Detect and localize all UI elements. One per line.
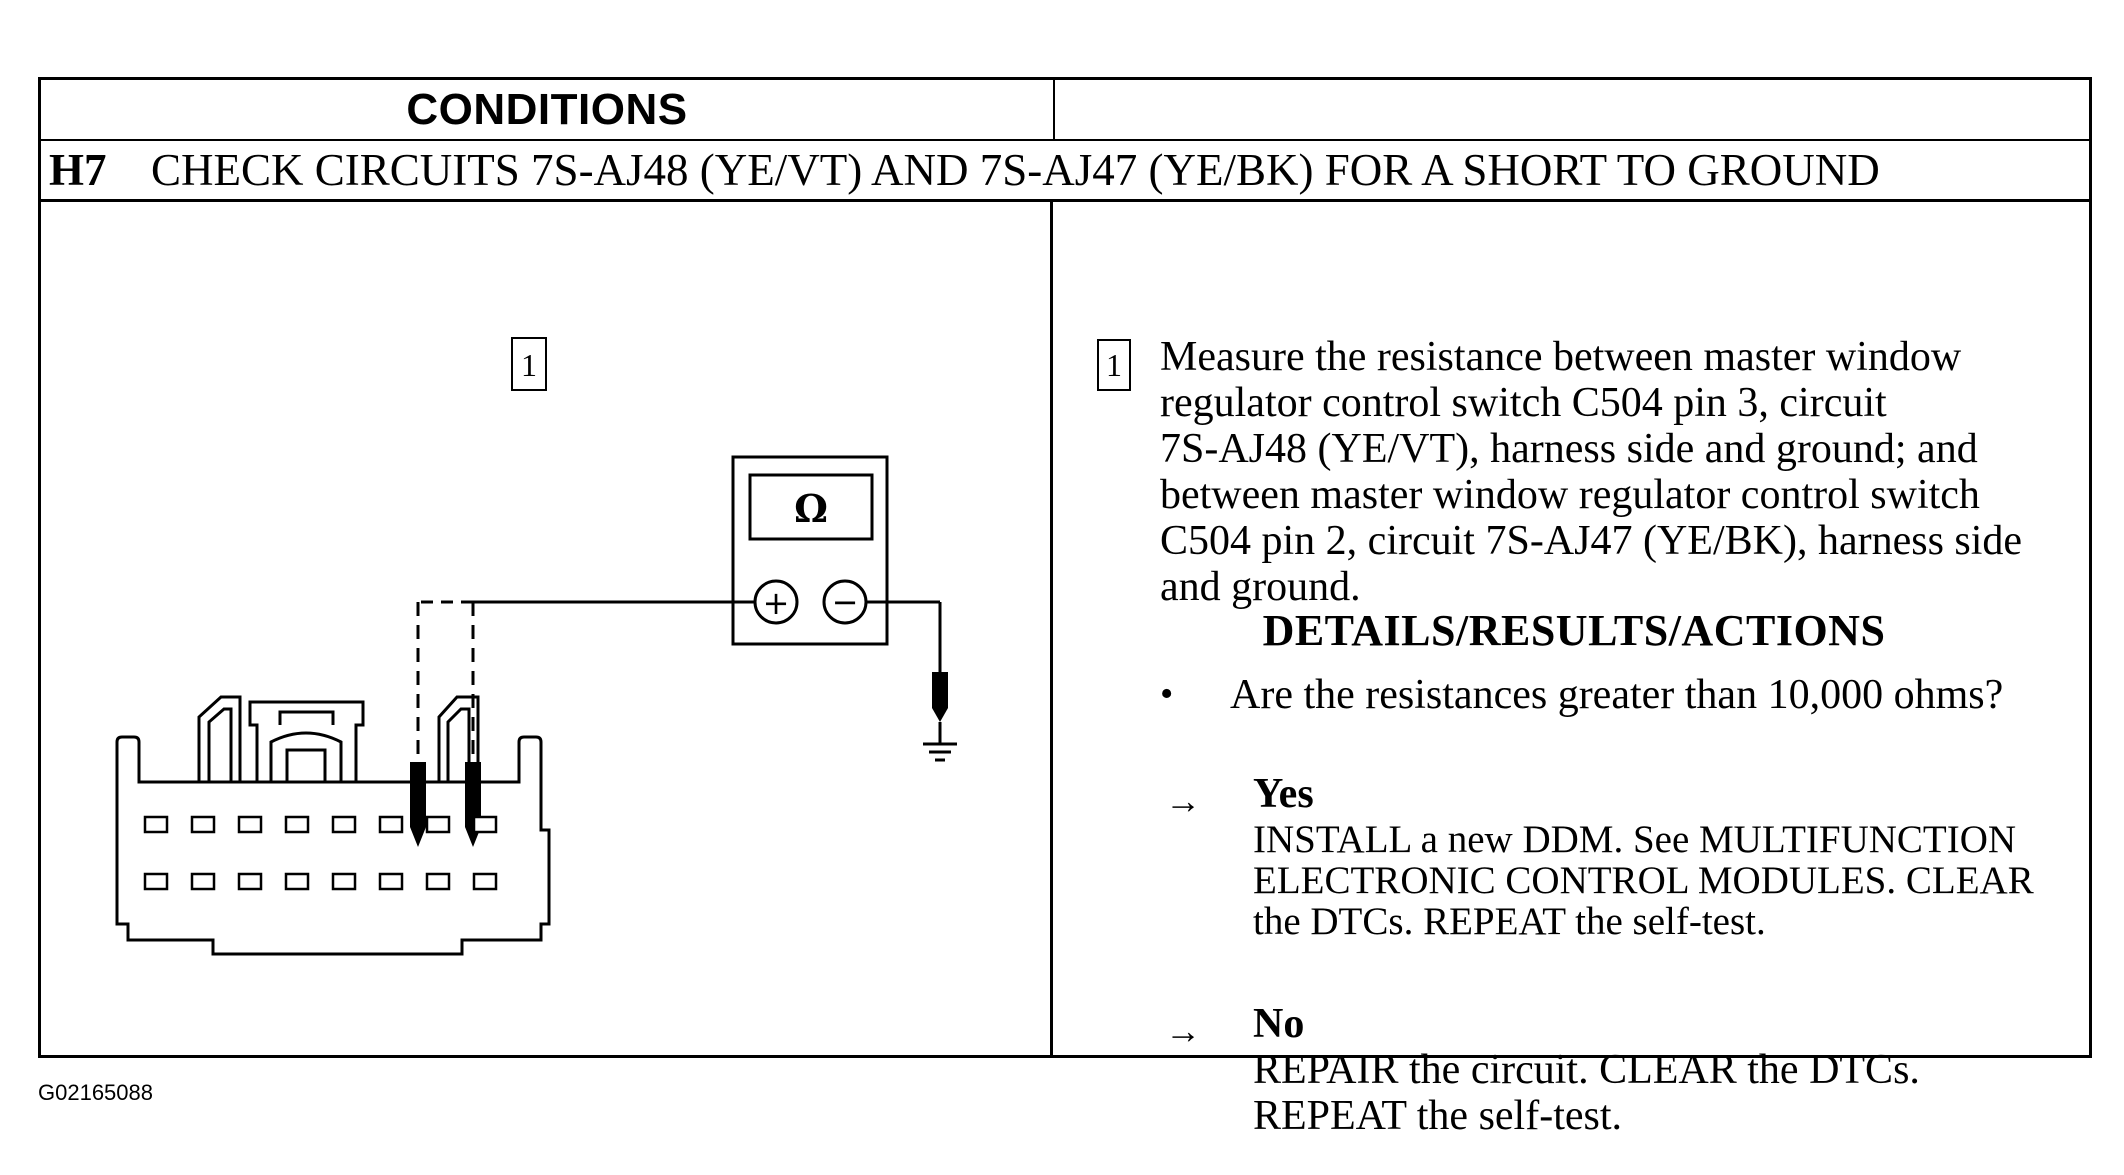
instruction-line: Measure the resistance between master wi…	[1160, 334, 1962, 380]
pin-cavity	[237, 872, 263, 891]
question-text: Are the resistances greater than 10,000 …	[1230, 672, 2004, 718]
step-title: CHECK CIRCUITS 7S-AJ48 (YE/VT) AND 7S-AJ…	[151, 145, 1880, 195]
ground-icon	[923, 722, 957, 762]
pin-cavity	[472, 872, 498, 891]
measurement-instruction: Measure the resistance between master wi…	[1160, 334, 2080, 610]
conditions-diagram: 1 Ω + −	[41, 202, 1050, 1058]
probe-tip-pin3	[410, 762, 426, 847]
arrow-right-icon: →	[1165, 781, 1201, 821]
c504-connector	[115, 695, 551, 956]
no-label: No	[1253, 1001, 1305, 1047]
pin-cavity	[425, 872, 451, 891]
step-row: H7 CHECK CIRCUITS 7S-AJ48 (YE/VT) AND 7S…	[41, 141, 2089, 199]
no-action-line: REPEAT the self-test.	[1253, 1093, 1623, 1139]
pin-cavity	[190, 815, 216, 834]
yes-action-line: ELECTRONIC CONTROL MODULES. CLEAR	[1253, 859, 2034, 902]
ground-probe-tip	[932, 672, 948, 722]
action-number-box: 1	[1097, 339, 1131, 391]
yes-label: Yes	[1253, 771, 1314, 817]
minus-icon: −	[832, 583, 859, 621]
yes-action-line: the DTCs. REPEAT the self-test.	[1253, 900, 1766, 943]
ohmmeter: Ω + −	[731, 455, 889, 646]
connector-diagram: 1 Ω + −	[115, 337, 957, 956]
procedure-table: CONDITIONS DETAILS/RESULTS/ACTIONS H7 CH…	[38, 77, 2092, 1139]
body-column-divider	[1050, 202, 1053, 1058]
plus-icon: +	[763, 584, 790, 622]
arrow-right-icon: →	[1165, 1011, 1201, 1051]
instruction-line: between master window regulator control …	[1160, 472, 1980, 518]
negative-lead	[866, 600, 942, 682]
column-divider	[1053, 80, 1055, 139]
pin-cavity-pin2	[425, 815, 451, 834]
meter-display	[748, 473, 874, 541]
pin-cavity	[284, 815, 310, 834]
yes-action-line: INSTALL a new DDM. See MULTIFUNCTION	[1253, 818, 2017, 861]
details-header: DETAILS/RESULTS/ACTIONS	[1262, 605, 1886, 655]
instruction-line: and ground.	[1160, 564, 1361, 610]
instruction-line: C504 pin 2, circuit 7S-AJ47 (YE/BK), har…	[1160, 518, 2023, 564]
pin-cavity-pin3	[378, 815, 404, 834]
callout-number: 1	[521, 347, 537, 383]
pin-cavity	[143, 815, 169, 834]
pin-cavity	[143, 872, 169, 891]
probe-contacts	[416, 807, 475, 817]
step-id: H7	[49, 145, 107, 195]
no-action: REPAIR the circuit. CLEAR the DTCs. REPE…	[1253, 1047, 1920, 1139]
instruction-line: 7S-AJ48 (YE/VT), harness side and ground…	[1160, 426, 1978, 472]
no-action-line: REPAIR the circuit. CLEAR the DTCs.	[1253, 1047, 1920, 1093]
callout-box	[511, 337, 547, 391]
step-divider	[41, 199, 2089, 202]
actions-cell: 1 Measure the resistance between master …	[1053, 202, 2089, 1139]
pin-cavity	[472, 815, 498, 834]
positive-lead	[416, 600, 755, 782]
header-divider	[41, 139, 2089, 141]
yes-action: INSTALL a new DDM. See MULTIFUNCTION ELE…	[1253, 819, 2034, 942]
figure-id: G02165088	[38, 1080, 153, 1105]
pin-cavity	[331, 815, 357, 834]
pin-cavity	[284, 872, 310, 891]
pin-cavity	[378, 872, 404, 891]
conditions-header: CONDITIONS	[406, 84, 688, 134]
action-number: 1	[1106, 346, 1122, 383]
ohm-icon: Ω	[794, 486, 828, 531]
pin-cavities	[143, 815, 498, 891]
pin-cavity	[237, 815, 263, 834]
bullet-icon: •	[1160, 673, 1174, 715]
pin-cavity	[331, 872, 357, 891]
instruction-line: regulator control switch C504 pin 3, cir…	[1160, 380, 1887, 426]
pin-cavity	[190, 872, 216, 891]
